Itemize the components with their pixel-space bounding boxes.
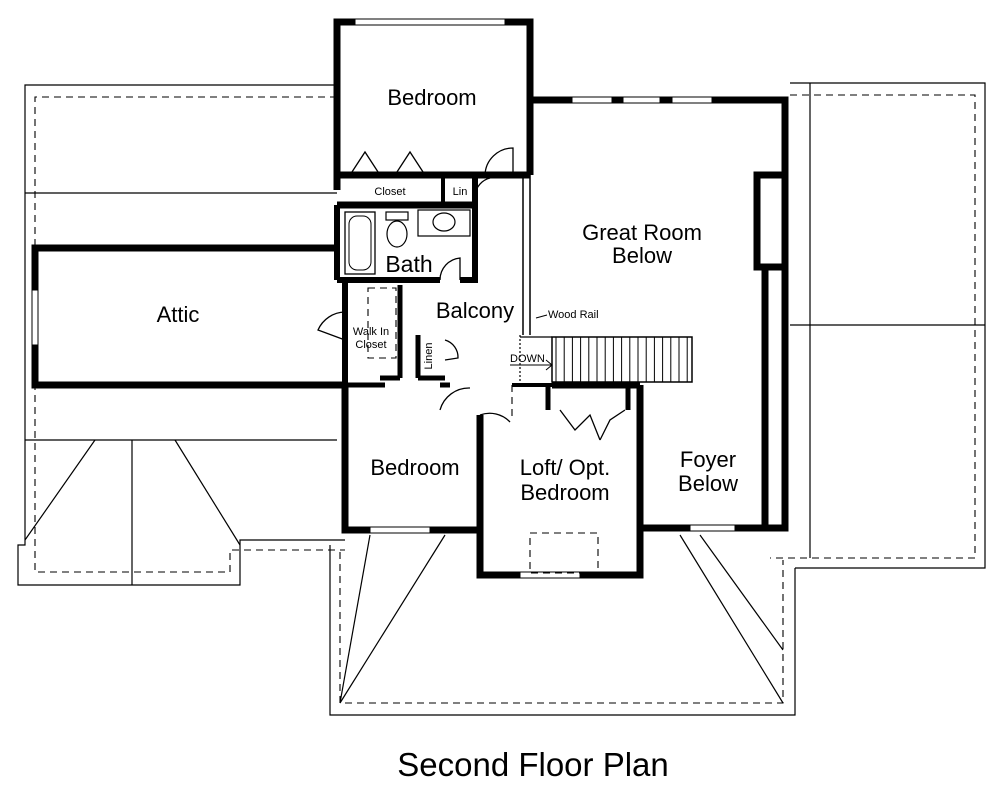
loft-label-2: Bedroom xyxy=(520,480,609,505)
loft-label-1: Loft/ Opt. xyxy=(520,455,611,480)
bath-fixtures xyxy=(344,209,471,275)
plan-title: Second Floor Plan xyxy=(397,746,669,783)
wood-rail-label: Wood Rail xyxy=(548,309,599,321)
bath-label: Bath xyxy=(385,251,432,277)
great-room-label-1: Great Room xyxy=(582,220,702,245)
walk-in-label-1: Walk In xyxy=(353,326,389,338)
bedroom-bottom-label: Bedroom xyxy=(370,455,459,480)
foyer-label-2: Below xyxy=(678,471,738,496)
linen-label: Linen xyxy=(423,343,435,370)
closet-label: Closet xyxy=(374,186,405,198)
attic-label: Attic xyxy=(157,302,200,327)
wood-rail xyxy=(519,175,548,382)
balcony-label: Balcony xyxy=(436,298,514,323)
windows-top xyxy=(31,18,736,579)
doors xyxy=(317,147,626,574)
walk-in-label-2: Closet xyxy=(355,339,386,351)
roof-outline-right xyxy=(770,82,986,569)
roof-outline-bottom xyxy=(329,534,796,716)
down-arrow-icon xyxy=(510,359,553,371)
staircase xyxy=(510,336,693,383)
bedroom-top-label: Bedroom xyxy=(387,85,476,110)
great-room-label-2: Below xyxy=(612,243,672,268)
roof-outline-left xyxy=(17,84,345,586)
lin-label: Lin xyxy=(453,186,468,198)
down-label: DOWN xyxy=(510,353,545,365)
foyer-label-1: Foyer xyxy=(680,447,736,472)
